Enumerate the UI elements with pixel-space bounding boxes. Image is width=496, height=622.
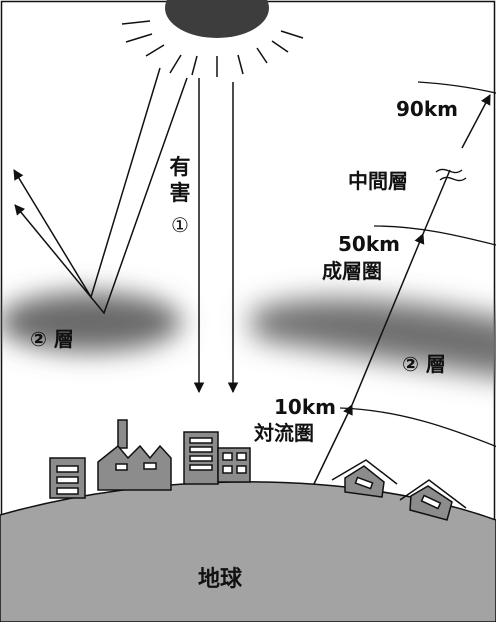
harmful-rays [193,78,239,394]
troposphere-label: 対流圏 [253,421,314,445]
mesosphere-label: 中間層 [348,169,408,193]
altitude-arrow [311,94,491,489]
factory-building [97,419,172,491]
harmful-label-bottom: 害 [170,181,191,205]
reflected-rays [13,67,188,315]
sun-rays [121,20,304,77]
city-buildings [49,419,467,521]
altitude-90km-label: 90km [396,97,458,121]
stratosphere-label: 成層圏 [322,259,382,283]
ozone-band-left [0,292,182,352]
altitude-10km-label: 10km [274,395,336,419]
marker-1: ① [171,213,189,237]
house-2 [399,479,467,521]
altitude-lines [339,81,496,448]
axis-break-mark [435,168,467,182]
earth-label: 地球 [198,567,243,592]
ozone-layer-label-left: ② 層 [30,327,74,351]
office-building [183,431,251,485]
ozone-band-right [250,298,496,377]
sun-icon [165,0,269,38]
altitude-50km-label: 50km [338,232,400,256]
harmful-label-top: 有 [170,155,191,179]
ozone-layer-label-right: ② 層 [402,352,446,376]
house-1 [331,459,398,498]
